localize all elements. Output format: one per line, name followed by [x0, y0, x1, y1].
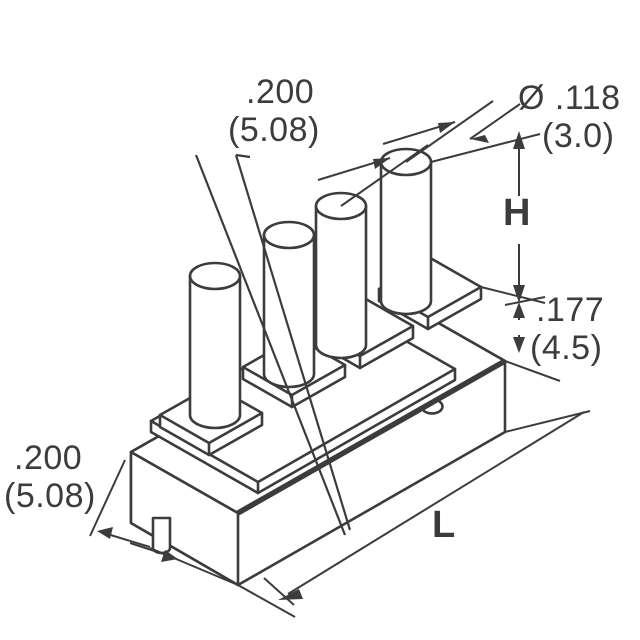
- pin-diameter-leader: [469, 103, 521, 143]
- pin-height-dimension: [430, 131, 541, 303]
- break-lines: [194, 153, 352, 536]
- pin-pitch-dimension: [317, 100, 494, 207]
- body-height-label-imperial: .177: [536, 291, 605, 329]
- pin-pitch-label-imperial: .200: [246, 73, 315, 111]
- pin-3: [314, 191, 368, 360]
- pin-diameter-label-metric: (3.0): [542, 117, 615, 155]
- pin-diameter-label-imperial: Ø .118: [518, 79, 621, 117]
- body-width-dimension: [89, 459, 239, 586]
- pin-1: [188, 261, 242, 430]
- pin-height-label: H: [503, 192, 531, 234]
- body-length-dimension: [237, 410, 591, 618]
- body-width-label-imperial: .200: [14, 439, 83, 477]
- body-height-dimension: [480, 286, 561, 382]
- solder-tail-pin: [151, 516, 172, 555]
- body-width-label-metric: (5.08): [4, 477, 96, 515]
- body-height-label-metric: (4.5): [530, 329, 603, 367]
- body-length-label: L: [432, 504, 456, 546]
- polarization-notch: [422, 400, 444, 415]
- pin-2: [262, 220, 316, 389]
- pin-pitch-label-metric: (5.08): [228, 111, 320, 149]
